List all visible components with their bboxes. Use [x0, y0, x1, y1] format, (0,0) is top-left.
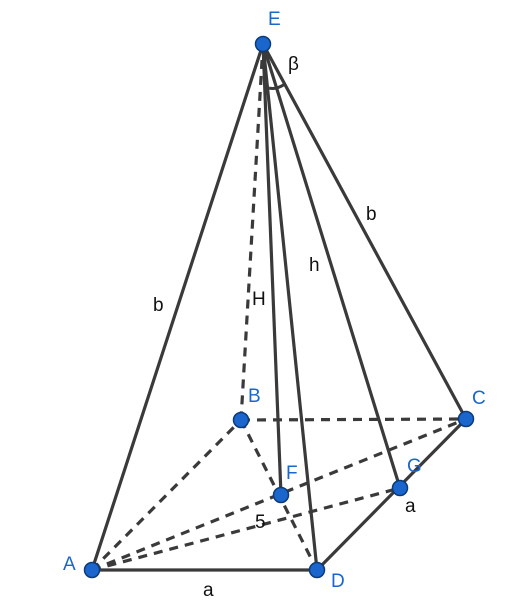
- vertex-G: [391, 479, 409, 497]
- apex-angle-arc: [268, 82, 286, 90]
- label-E: E: [268, 9, 281, 30]
- edge-AD-label: a: [203, 580, 214, 601]
- edge-EC: [261, 42, 468, 421]
- segment-AF-label: 5: [255, 512, 266, 533]
- diagonal-AC-dashed: [91, 417, 467, 572]
- edge-AE: [90, 42, 265, 572]
- label-C: C: [472, 388, 486, 409]
- edge-AB-dashed: [90, 418, 243, 572]
- height-EF: [261, 42, 283, 497]
- label-A: A: [63, 554, 76, 575]
- label-G: G: [407, 456, 422, 477]
- vertex-F: [272, 486, 290, 504]
- slant-EG-label: h: [309, 255, 320, 276]
- edge-CE-label: b: [366, 204, 377, 225]
- label-D: D: [331, 571, 345, 592]
- vertex-E: [254, 35, 272, 53]
- vertex-B: [232, 411, 250, 429]
- segment-DG-label: a: [405, 496, 416, 517]
- apex-angle-label: β: [288, 54, 299, 75]
- edge-DC: [315, 417, 468, 572]
- vertex-D: [308, 561, 326, 579]
- label-B: B: [248, 386, 261, 407]
- label-F: F: [286, 463, 298, 484]
- vertex-C: [457, 410, 475, 428]
- height-EF-label: H: [252, 289, 266, 310]
- segment-AG-dashed: [91, 486, 401, 572]
- slant-height-EG: [261, 42, 402, 490]
- edge-BC-dashed: [240, 417, 467, 422]
- edge-ED: [261, 42, 319, 572]
- vertex-A: [83, 561, 101, 579]
- edge-AE-label: b: [153, 295, 164, 316]
